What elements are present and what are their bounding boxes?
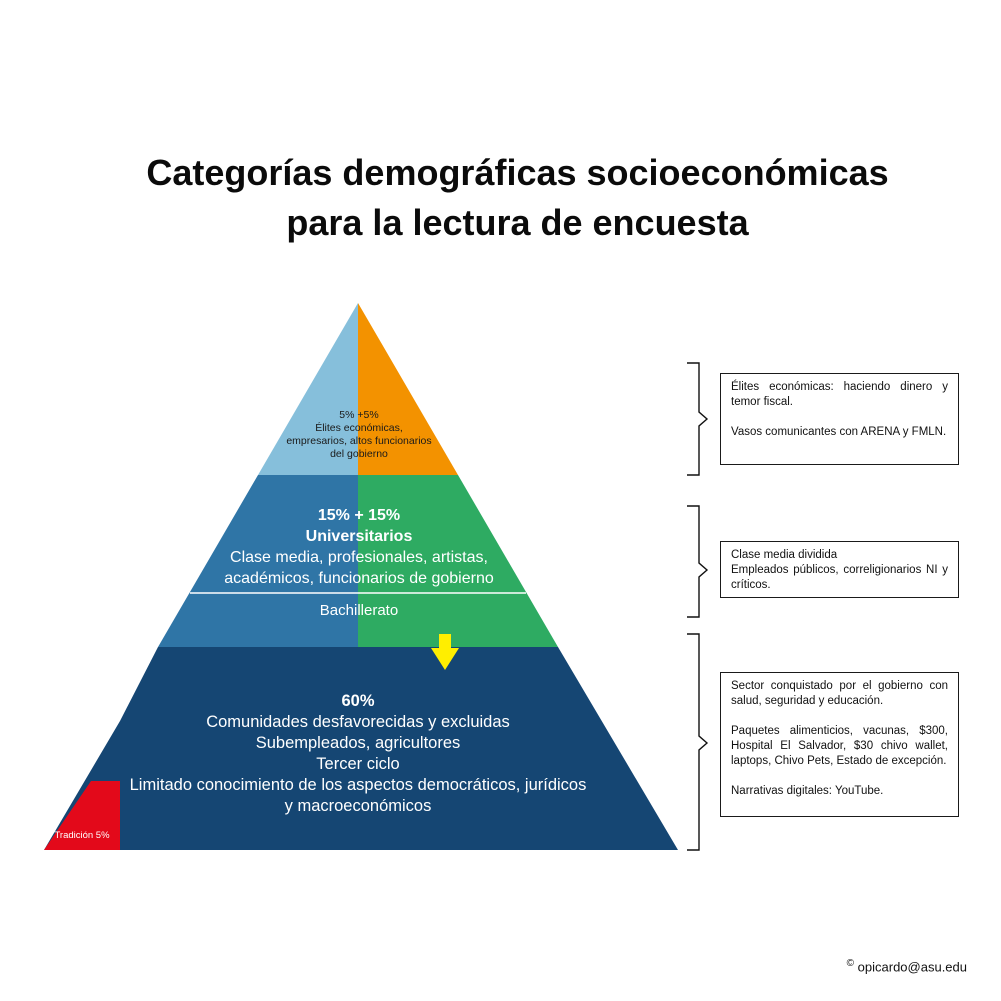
title-line-1: Categorías demográficas socioeconómicas [146,152,889,193]
bottom-tier-line: Comunidades desfavorecidas y excluidas [206,713,510,731]
brace-bottom [687,633,709,851]
bottom-tier-line: Tercer ciclo [316,755,400,773]
note-elite: Élites económicas: haciendo dinero y tem… [720,373,959,465]
bottom-tier-text: 60% Comunidades desfavorecidas y excluid… [110,691,606,817]
note-middle-paragraph: Empleados públicos, correligionarios NI … [731,564,948,591]
top-tier-line: del gobierno [330,448,388,460]
bottom-tier [44,647,678,850]
middle-tier-left [158,475,358,647]
note-bottom: Sector conquistado por el gobierno con s… [720,672,959,817]
bottom-tier-line: y macroeconómicos [284,797,432,815]
middle-tier-line: académicos, funcionarios de gobierno [224,570,494,587]
top-tier-left [258,303,358,475]
note-elite-paragraph: Vasos comunicantes con ARENA y FMLN. [731,426,947,438]
top-tier-text: 5% +5% Élites económicas, empresarios, a… [266,409,452,461]
note-elite-paragraph: Élites económicas: haciendo dinero y tem… [731,381,948,408]
top-tier-share: 5% +5% [339,409,379,421]
tradition-label: Tradición 5% [54,830,110,841]
bottom-tier-share: 60% [341,692,375,710]
middle-tier-line: Clase media, profesionales, artistas, [230,549,488,566]
middle-tier-text: 15% + 15% Universitarios Clase media, pr… [206,505,512,589]
note-bottom-paragraph: Sector conquistado por el gobierno con s… [731,680,948,707]
note-middle: Clase media dividida Empleados públicos,… [720,541,959,598]
middle-tier-heading: Universitarios [305,528,413,545]
tradition-block [44,781,120,850]
credit-email: opicardo@asu.edu [857,959,967,975]
page-title: Categorías demográficas socioeconómicas … [0,148,1001,248]
down-arrow-icon [431,634,459,670]
brace-middle [687,505,709,618]
copyright-symbol: © [846,958,855,969]
bottom-tier-line: Limitado conocimiento de los aspectos de… [129,776,587,794]
middle-tier-right [358,475,558,647]
bottom-tier-line: Subempleados, agricultores [255,734,461,752]
brace-elite [687,362,709,476]
top-tier-right [358,303,458,475]
title-line-2: para la lectura de encuesta [286,202,749,243]
note-bottom-paragraph: Paquetes alimenticios, vacunas, $300, Ho… [731,725,948,767]
top-tier-line: Élites económicas, [315,422,403,434]
note-middle-paragraph: Clase media dividida [731,549,838,561]
credit: © opicardo@asu.edu [847,958,967,974]
top-tier-line: empresarios, altos funcionarios [286,435,432,447]
note-bottom-paragraph: Narrativas digitales: YouTube. [731,785,884,797]
middle-tier-share: 15% + 15% [317,507,401,524]
bachillerato-label: Bachillerato [319,602,399,619]
